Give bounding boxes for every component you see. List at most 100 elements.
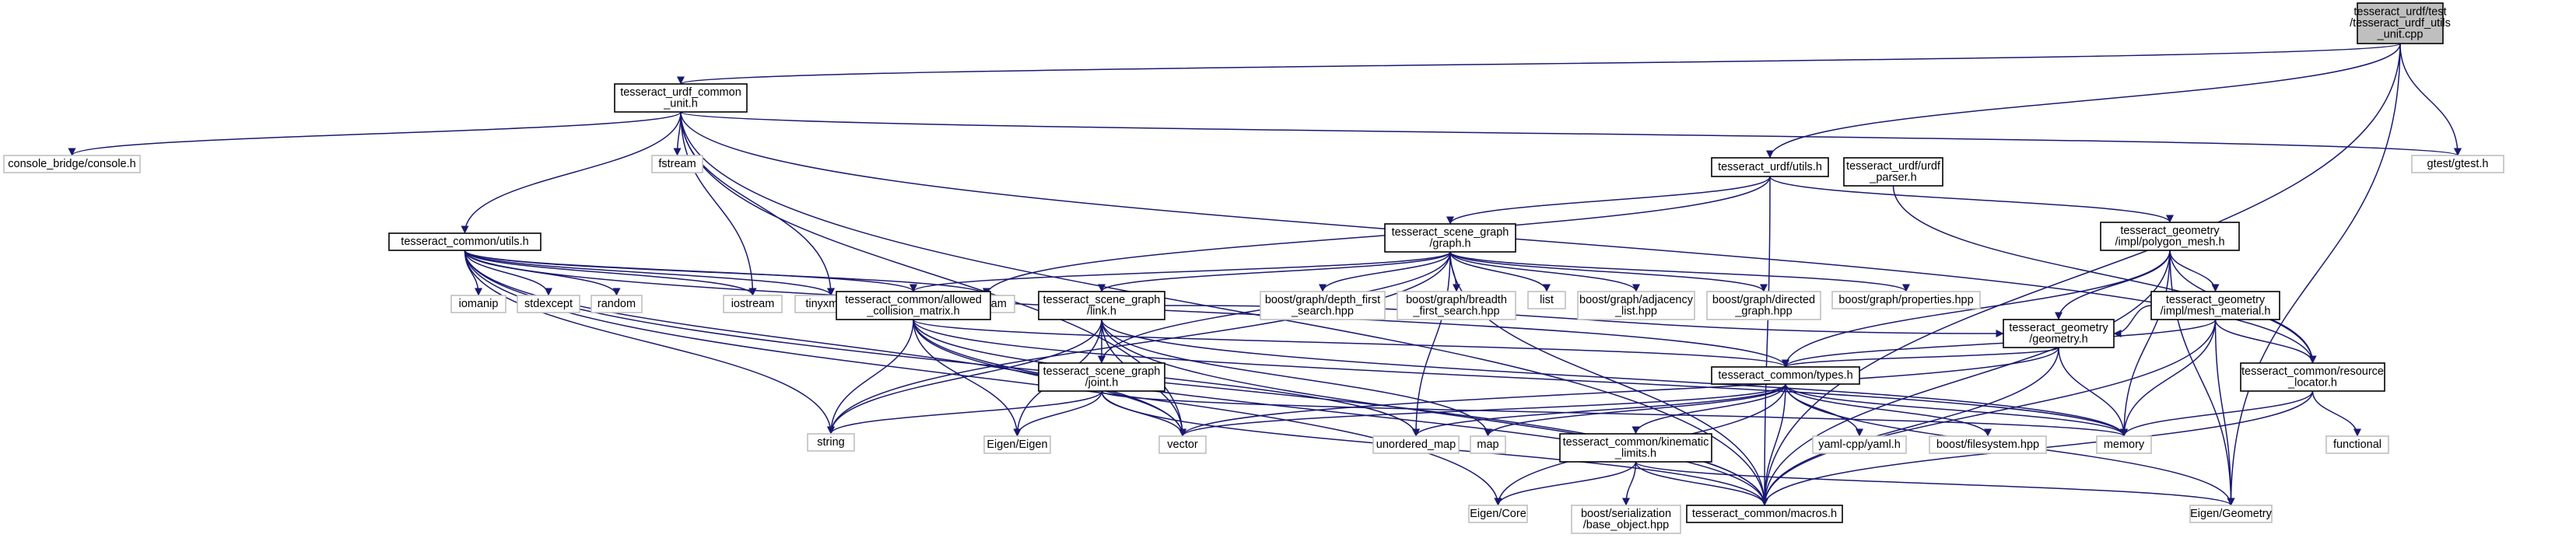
nodes-layer: tesseract_urdf/test/tesseract_urdf_utils… (3, 2, 2504, 534)
node-label: /joint.h (1085, 376, 1119, 389)
node-memory: memory (2096, 435, 2152, 454)
edge-mesh-material-to-geometry (2113, 305, 2152, 337)
edge-sg-graph-to-unordered-map (1412, 251, 1451, 437)
edge-sg-graph-to-adjacency (1449, 251, 1640, 292)
node-functional: functional (2325, 435, 2389, 454)
node-box (2100, 222, 2240, 251)
node-label: tesseract_urdf_common (620, 86, 741, 99)
edge-types-to-kinematic (1631, 383, 1786, 435)
edge-acm-to-memory (913, 319, 2128, 437)
node-filesystem: boost/filesystem.hpp (1929, 435, 2047, 454)
node-box (591, 295, 643, 313)
node-stdexcept: stdexcept (517, 295, 580, 313)
node-box (1559, 433, 1712, 463)
edge-sg-graph-to-acm (909, 251, 1451, 292)
node-urdf-utils[interactable]: tesseract_urdf/utils.h (1711, 157, 1829, 177)
edge-common-unit-to-common-utils (461, 111, 682, 234)
edge-urdf-utils-to-sstream (983, 176, 1771, 296)
edge-mesh-material-to-resource-locator (2214, 319, 2317, 364)
node-box (1468, 505, 1528, 523)
edge-common-utils-to-eigen-core (464, 250, 1502, 506)
edge-sg-joint-to-memory (1101, 390, 2128, 437)
node-common-utils[interactable]: tesseract_common/utils.h (388, 232, 541, 251)
node-mesh-material[interactable]: tesseract_geometry/impl/mesh_material.h (2150, 291, 2280, 320)
node-box (1158, 435, 1207, 454)
node-sg-link[interactable]: tesseract_scene_graph/link.h (1038, 291, 1165, 320)
node-properties: boost/graph/properties.hpp (1831, 291, 1981, 309)
edge-types-to-map (1484, 383, 1786, 437)
node-label: list (1540, 294, 1554, 306)
edge-kinematic-to-macros (1635, 461, 1768, 506)
node-label: _unit.h (663, 97, 698, 110)
node-list: list (1527, 291, 1566, 309)
node-box (1577, 291, 1695, 320)
node-polygon-mesh[interactable]: tesseract_geometry/impl/polygon_mesh.h (2100, 222, 2240, 251)
edge-geometry-to-vector (1179, 347, 2059, 437)
node-label: tesseract_urdf/urdf (1846, 160, 1941, 173)
edge-types-to-memory (1785, 383, 2128, 437)
edge-common-utils-to-vector (464, 250, 1186, 437)
edge-common-unit-to-console (68, 111, 682, 156)
node-kinematic[interactable]: tesseract_common/kinematic_limits.h (1559, 433, 1712, 463)
node-types[interactable]: tesseract_common/types.h (1711, 366, 1860, 385)
edge-sg-graph-to-directed (1449, 251, 1768, 292)
node-label: tesseract_common/allowed (845, 294, 982, 306)
node-label: tesseract_urdf/utils.h (1718, 161, 1822, 173)
node-box (1038, 362, 1165, 392)
node-label: /impl/polygon_mesh.h (2115, 236, 2224, 248)
node-box (3, 155, 141, 173)
node-sg-graph[interactable]: tesseract_scene_graph/graph.h (1384, 223, 1516, 253)
node-label: boost/graph/adjacency (1579, 294, 1694, 306)
node-label: tesseract_geometry (2120, 225, 2220, 237)
node-acm[interactable]: tesseract_common/allowed_collision_matri… (836, 291, 991, 320)
node-console: console_bridge/console.h (3, 155, 141, 173)
node-label: iomanip (459, 298, 499, 310)
node-label: /tesseract_urdf_utils (2350, 17, 2451, 30)
node-box (1372, 435, 1460, 454)
node-random: random (591, 295, 643, 313)
edge-kinematic-to-serialization (1622, 461, 1637, 506)
node-box (2357, 2, 2444, 44)
node-label: boost/graph/directed (1712, 294, 1815, 306)
node-box (1711, 366, 1860, 385)
node-label: map (1477, 438, 1498, 451)
node-box (1571, 505, 1681, 534)
edge-common-unit-to-iostream (680, 111, 757, 296)
edge-mesh-material-to-memory (2120, 319, 2217, 437)
node-label: Eigen/Core (1470, 508, 1526, 520)
edge-sg-graph-to-properties (1449, 251, 1910, 292)
node-root[interactable]: tesseract_urdf/test/tesseract_urdf_utils… (2350, 2, 2451, 44)
edge-geometry-to-types (1782, 347, 2059, 368)
edge-sg-link-to-string (827, 319, 1102, 435)
node-sg-joint[interactable]: tesseract_scene_graph/joint.h (1038, 362, 1165, 392)
edge-types-to-macros (1761, 383, 1786, 506)
edge-sg-graph-to-dfs (1319, 251, 1451, 292)
edge-polygon-mesh-to-macros (1761, 250, 2171, 506)
node-box (2411, 155, 2504, 173)
node-label: /impl/mesh_material.h (2161, 305, 2271, 317)
node-common-unit[interactable]: tesseract_urdf_common_unit.h (614, 83, 748, 113)
node-label: tesseract_common/macros.h (1692, 508, 1837, 520)
edge-common-utils-to-acm (464, 250, 917, 292)
node-iomanip: iomanip (450, 295, 506, 313)
node-box (1470, 435, 1506, 454)
edge-sg-graph-to-string (827, 251, 1451, 435)
node-label: functional (2333, 438, 2381, 451)
edge-acm-to-types (913, 319, 1789, 368)
edge-acm-to-macros (913, 319, 1768, 506)
edge-kinematic-to-eigen-core (1494, 461, 1637, 506)
node-box (1843, 157, 1943, 187)
node-macros[interactable]: tesseract_common/macros.h (1686, 505, 1843, 523)
node-box (2003, 319, 2115, 348)
node-urdf-parser[interactable]: tesseract_urdf/urdf_parser.h (1843, 157, 1943, 187)
node-label: /geometry.h (2029, 333, 2088, 345)
edge-kinematic-to-eigen-geometry (1635, 461, 2235, 506)
node-box (1397, 291, 1516, 320)
node-label: boost/filesystem.hpp (1936, 438, 2039, 451)
node-box (807, 433, 855, 452)
edge-sg-joint-to-eigen-eigen (1013, 390, 1102, 437)
edge-root-to-eigen-geometry (2227, 43, 2401, 506)
node-geometry[interactable]: tesseract_geometry/geometry.h (2003, 319, 2115, 348)
node-resource-locator[interactable]: tesseract_common/resource_locator.h (2240, 362, 2385, 392)
